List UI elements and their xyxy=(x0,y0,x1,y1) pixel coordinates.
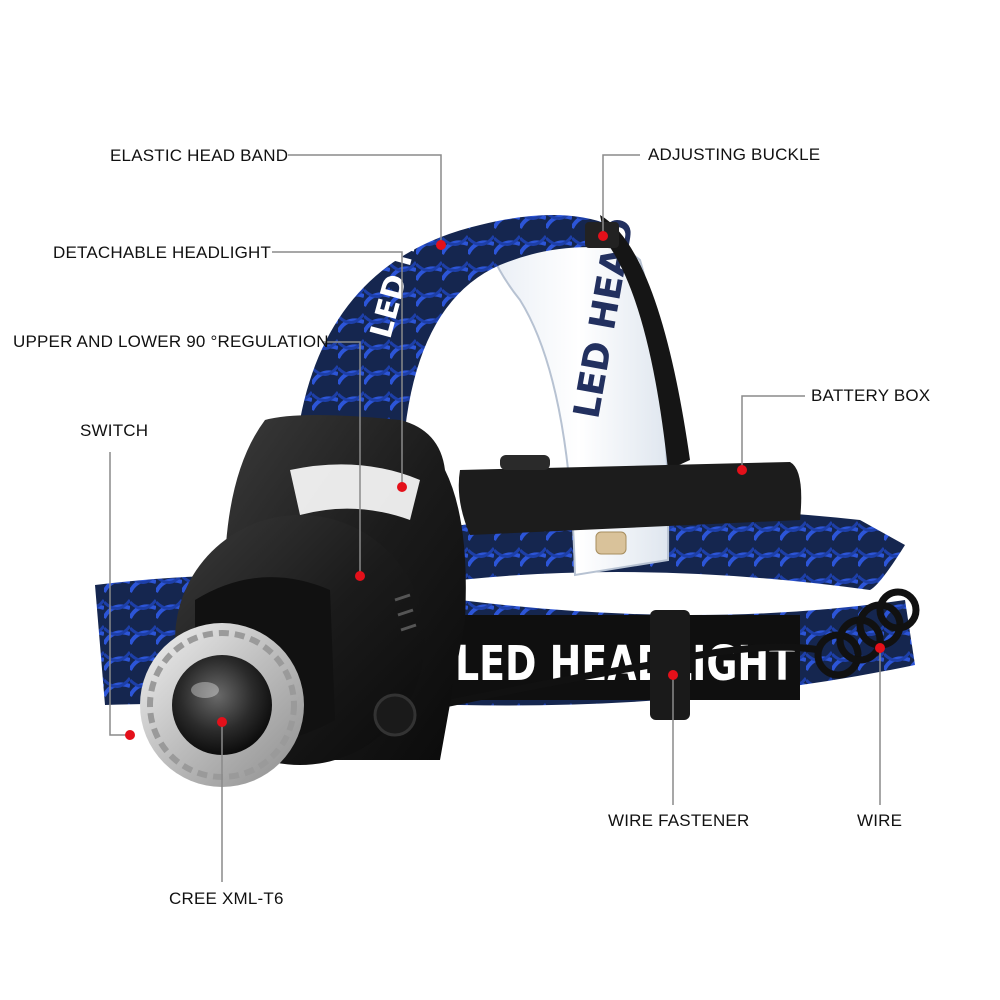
leader-lines xyxy=(109,154,881,882)
lens xyxy=(172,655,272,755)
marker-detachable xyxy=(397,482,407,492)
callout-adjusting-buckle: ADJUSTING BUCKLE xyxy=(648,145,821,164)
wire-fastener-clip xyxy=(650,610,690,720)
clear-strap-rivet xyxy=(595,531,627,555)
callout-battery-box: BATTERY BOX xyxy=(811,386,931,405)
callout-wire-fastener: WIRE FASTENER xyxy=(608,811,750,830)
leader-elastic xyxy=(288,154,442,245)
leader-buckle xyxy=(602,154,640,235)
marker-buckle xyxy=(598,231,608,241)
callout-wire: WIRE xyxy=(857,811,903,830)
leader-battery xyxy=(741,395,805,470)
top-band-right xyxy=(600,215,690,470)
switch-button xyxy=(373,693,417,737)
headlamp-product: LED HEAD LED HEAD LED HEADLIGHT xyxy=(95,170,920,787)
leader-switch xyxy=(109,452,128,736)
top-band xyxy=(300,215,625,430)
leader-detachable xyxy=(272,251,403,487)
callout-cree: CREE XML-T6 xyxy=(169,889,284,908)
callout-regulation: UPPER AND LOWER 90 °REGULATION xyxy=(13,332,329,351)
marker-regulation xyxy=(355,571,365,581)
battery-box xyxy=(458,462,802,535)
callout-elastic-head-band: ELASTIC HEAD BAND xyxy=(110,146,289,165)
marker-fastener xyxy=(668,670,678,680)
marker-cree xyxy=(217,717,227,727)
callout-detachable-headlight: DETACHABLE HEADLIGHT xyxy=(53,243,272,262)
marker-switch xyxy=(125,730,135,740)
leader-regulation xyxy=(322,341,361,575)
coiled-wire xyxy=(439,588,920,709)
callout-switch: SWITCH xyxy=(80,421,149,440)
marker-battery xyxy=(737,465,747,475)
marker-elastic xyxy=(436,240,446,250)
front-band-print: LED HEADLIGHT xyxy=(455,636,795,692)
marker-wire xyxy=(875,643,885,653)
marker-dots xyxy=(125,231,885,740)
